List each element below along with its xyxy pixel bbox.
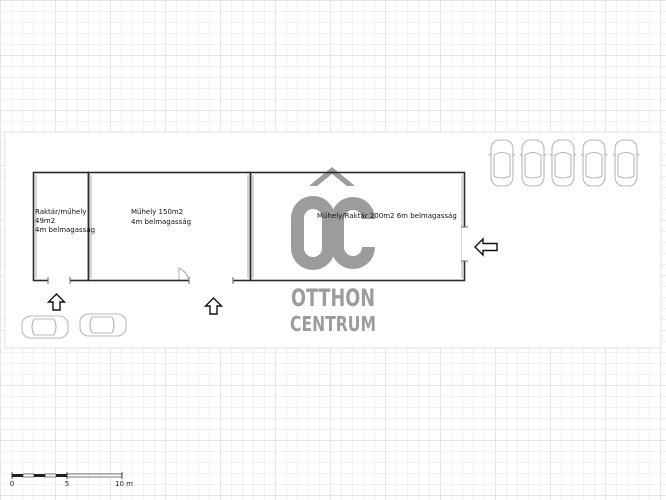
scale-label-5: 5 (65, 480, 69, 488)
scale-bar-segment (34, 474, 45, 477)
watermark-otthon: OTTHON (291, 284, 375, 312)
arrow-up-icon (46, 293, 67, 311)
door-opening (48, 278, 70, 283)
scale-bar-segment (44, 473, 57, 478)
scale-bar-segment (56, 474, 67, 477)
storage-room-height: 4m belmagasság (35, 226, 95, 234)
storage-room-area: 49m2 (35, 217, 55, 225)
car-icon (519, 139, 547, 187)
car-icon (612, 139, 640, 187)
otthon-centrum-watermark: OTTHON CENTRUM (290, 167, 376, 336)
storage-room-name: Raktár/műhely (35, 207, 86, 216)
scale-bar-segment (66, 473, 123, 478)
car-icon (580, 139, 608, 187)
workshop-room-height: 4m belmagasság (131, 218, 191, 226)
car-icon (549, 139, 577, 187)
door-swing (178, 267, 190, 281)
scale-label-0: 0 (10, 480, 14, 488)
arrow-left-icon (474, 237, 498, 257)
doors (47, 226, 468, 284)
car-icon (79, 313, 127, 337)
car-icon (21, 315, 69, 339)
entrance-arrows (46, 237, 498, 315)
door-opening (189, 278, 233, 283)
scale-bar-segment (22, 473, 35, 478)
workshop-room-name: Műhely 150m2 (131, 207, 183, 216)
oc-monogram-logo (291, 167, 375, 270)
door-opening (462, 227, 467, 261)
watermark-centrum: CENTRUM (290, 312, 376, 336)
workshop-storage-label: Műhely/Raktár 200m2 6m belmagasság (317, 211, 457, 220)
arrow-up-icon (203, 297, 224, 315)
scale-label-10m: 10 m (115, 480, 133, 488)
car-icon (488, 139, 516, 187)
parking-cars (21, 139, 640, 339)
scale-bar-segment (12, 474, 23, 477)
scale-bar: 0 5 10 m (10, 472, 133, 488)
